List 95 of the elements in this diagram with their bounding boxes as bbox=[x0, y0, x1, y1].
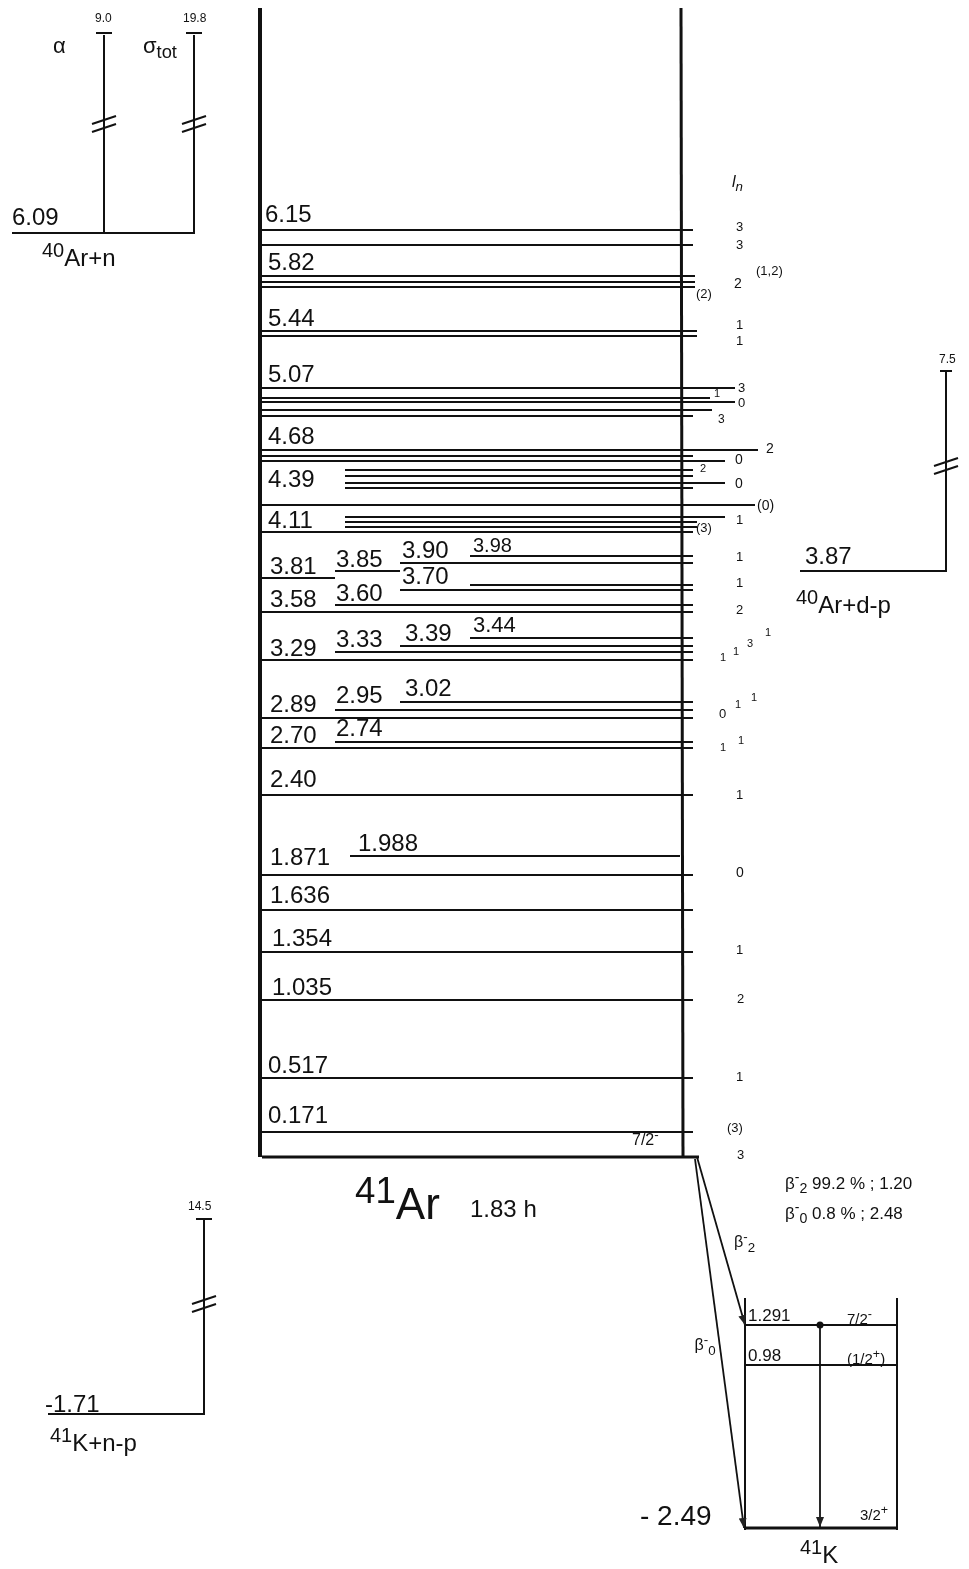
orbital-momentum-value: 0 bbox=[738, 396, 746, 409]
energy-value: 0.98 bbox=[748, 1347, 782, 1364]
energy-value: 4.68 bbox=[268, 424, 315, 448]
arrow bbox=[816, 1321, 824, 1528]
orbital-momentum-value: 0 bbox=[736, 865, 744, 879]
orbital-momentum-value: 1 bbox=[736, 550, 744, 563]
orbital-momentum-value: 1 bbox=[736, 334, 744, 347]
energy-value: 2.74 bbox=[336, 716, 383, 740]
quantity-label: l$_{n}$ bbox=[732, 174, 743, 194]
decay-branch-note: β$^{-}$$_{0}$ 0.8 % ; 2.48 bbox=[785, 1200, 903, 1226]
energy-value: 3.02 bbox=[405, 676, 452, 700]
energy-value: 3.87 bbox=[805, 544, 852, 568]
orbital-momentum-value: 1 bbox=[720, 742, 727, 753]
spin-parity-label: 7/2$^{-}$ bbox=[632, 1128, 659, 1149]
energy-value: 5.44 bbox=[268, 306, 315, 330]
cross-section-value: 19.8 bbox=[183, 12, 207, 24]
decay-branch-note: β$^{-}$$_{2}$ 99.2 % ; 1.20 bbox=[785, 1170, 913, 1196]
orbital-momentum-value: 3 bbox=[736, 220, 744, 233]
reaction-label: $^{40}$Ar+n bbox=[42, 240, 116, 270]
cross-section-value: 9.0 bbox=[95, 12, 112, 24]
orbital-momentum-value: (3) bbox=[727, 1121, 743, 1134]
energy-value: 3.39 bbox=[405, 621, 452, 645]
arrow bbox=[694, 1158, 747, 1529]
orbital-momentum-value: 1 bbox=[765, 627, 772, 638]
orbital-momentum-value: 1 bbox=[751, 692, 758, 703]
energy-value: 3.60 bbox=[336, 581, 383, 605]
cross-section-value: 14.5 bbox=[188, 1200, 212, 1212]
orbital-momentum-value: 1 bbox=[736, 513, 744, 526]
energy-value: 1.354 bbox=[272, 926, 333, 950]
orbital-momentum-value: (1,2) bbox=[756, 264, 783, 277]
energy-value: 4.39 bbox=[268, 467, 315, 491]
orbital-momentum-value: 2 bbox=[734, 276, 742, 290]
reaction-label: $^{40}$Ar+d-p bbox=[796, 587, 891, 617]
energy-value: 3.98 bbox=[473, 535, 512, 555]
orbital-momentum-value: 1 bbox=[736, 318, 744, 331]
reaction-label: $^{41}$K+n-p bbox=[50, 1425, 137, 1455]
energy-value: 3.81 bbox=[270, 554, 317, 578]
energy-value: 3.90 bbox=[402, 538, 449, 562]
orbital-momentum-value: 1 bbox=[736, 943, 744, 956]
orbital-momentum-value: 2 bbox=[766, 441, 774, 455]
energy-value: 1.291 bbox=[748, 1307, 791, 1324]
orbital-momentum-value: (0) bbox=[757, 498, 775, 512]
energy-value: 1.035 bbox=[272, 975, 333, 999]
orbital-momentum-value: 2 bbox=[737, 992, 745, 1005]
orbital-momentum-value: 0 bbox=[719, 707, 727, 720]
nuclide-label: $^{41}$K bbox=[800, 1537, 839, 1567]
orbital-momentum-value: 1 bbox=[736, 576, 744, 589]
energy-value: 6.09 bbox=[12, 205, 59, 229]
energy-value: -1.71 bbox=[45, 1392, 100, 1416]
quantity-label: α bbox=[53, 35, 66, 57]
arrow bbox=[696, 1156, 747, 1326]
energy-value: 5.07 bbox=[268, 362, 315, 386]
spin-parity-label: 3/2$^{+}$ bbox=[860, 1504, 889, 1522]
energy-value: 2.40 bbox=[270, 767, 317, 791]
energy-value: 3.29 bbox=[270, 636, 317, 660]
energy-value: 6.15 bbox=[265, 202, 312, 226]
energy-value: 5.82 bbox=[268, 250, 315, 274]
energy-value: 2.70 bbox=[270, 723, 317, 747]
orbital-momentum-value: 1 bbox=[714, 388, 721, 399]
energy-value: 3.44 bbox=[473, 614, 516, 636]
orbital-momentum-value: (2) bbox=[696, 287, 712, 300]
orbital-momentum-value: 2 bbox=[700, 463, 707, 474]
cross-section-value: 7.5 bbox=[939, 353, 956, 365]
energy-value: 4.11 bbox=[268, 508, 313, 532]
orbital-momentum-value: (3) bbox=[696, 521, 712, 534]
energy-value: 2.89 bbox=[270, 692, 317, 716]
energy-value: 1.988 bbox=[358, 831, 419, 855]
orbital-momentum-value: 2 bbox=[736, 603, 744, 616]
orbital-momentum-value: 3 bbox=[747, 638, 754, 649]
orbital-momentum-value: 1 bbox=[733, 646, 740, 657]
orbital-momentum-value: 0 bbox=[735, 452, 743, 466]
nuclide-label: $^{41}$Ar bbox=[355, 1173, 440, 1226]
orbital-momentum-value: 1 bbox=[738, 735, 745, 746]
quantity-label: σ$_{tot}$ bbox=[143, 35, 177, 62]
orbital-momentum-value: 1 bbox=[735, 699, 742, 710]
orbital-momentum-value: 3 bbox=[736, 238, 744, 251]
orbital-momentum-value: 1 bbox=[736, 788, 744, 801]
energy-value: 3.70 bbox=[402, 564, 449, 588]
energy-value: 2.95 bbox=[336, 683, 383, 707]
energy-value: 3.58 bbox=[270, 587, 317, 611]
energy-value: - 2.49 bbox=[640, 1502, 712, 1530]
orbital-momentum-value: 3 bbox=[718, 413, 725, 425]
energy-value: 0.517 bbox=[268, 1053, 329, 1077]
energy-value: 0.171 bbox=[268, 1103, 329, 1127]
orbital-momentum-value: 0 bbox=[735, 476, 743, 490]
orbital-momentum-value: 1 bbox=[720, 652, 727, 663]
orbital-momentum-value: 1 bbox=[736, 1070, 744, 1083]
half-life-label: 1.83 h bbox=[470, 1197, 537, 1221]
energy-value: 3.33 bbox=[336, 627, 383, 651]
orbital-momentum-value: 3 bbox=[738, 381, 746, 394]
spin-parity-label: 7/2$^{-}$ bbox=[847, 1308, 873, 1326]
energy-value: 3.85 bbox=[336, 547, 383, 571]
energy-value: 1.871 bbox=[270, 845, 331, 869]
orbital-momentum-value: 3 bbox=[737, 1148, 745, 1161]
energy-value: 1.636 bbox=[270, 883, 331, 907]
